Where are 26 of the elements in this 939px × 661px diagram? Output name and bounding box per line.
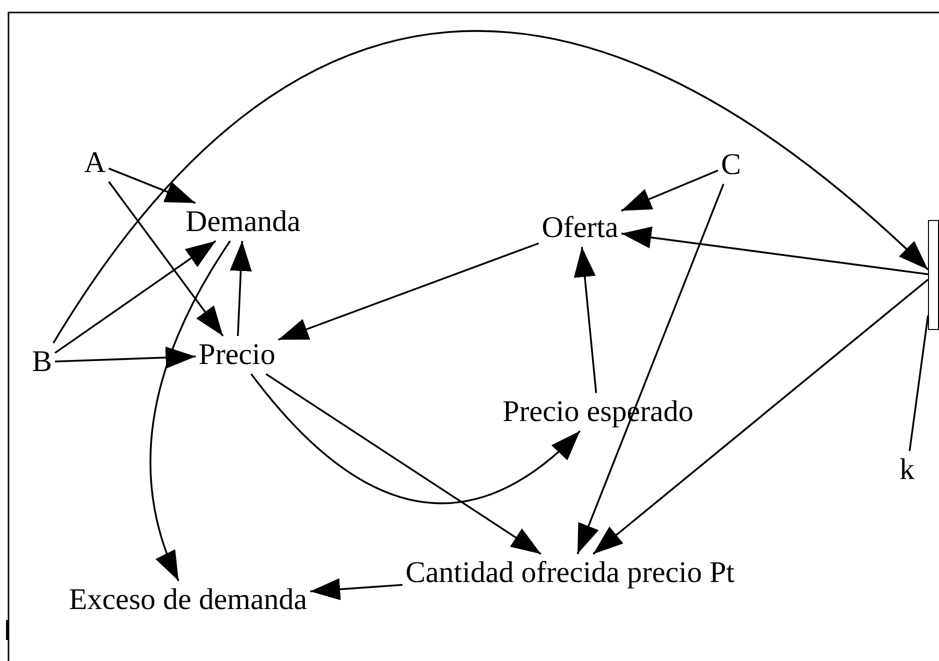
- arrow: [54, 346, 196, 369]
- arrow: [266, 373, 542, 555]
- arrow: [576, 184, 724, 554]
- variable-label: B: [31, 345, 53, 379]
- node-box: [928, 220, 939, 330]
- variable-label: A: [83, 146, 107, 180]
- variable-label: Cantidad ofrecida precio Pt: [404, 556, 736, 590]
- variable-label: Exceso de demanda: [68, 583, 308, 617]
- variable-label: Oferta: [540, 211, 620, 245]
- arrow: [621, 226, 928, 276]
- variable-label: Precio: [198, 338, 276, 372]
- variable-label: k: [898, 453, 916, 487]
- arrow: [108, 168, 196, 204]
- arrow: [108, 181, 224, 337]
- arrow: [250, 373, 581, 504]
- arrow: [310, 578, 403, 600]
- arrow: [54, 240, 216, 354]
- arrow: [620, 170, 718, 212]
- variable-label: Demanda: [184, 205, 302, 239]
- arrow: [574, 246, 598, 394]
- arrow: [278, 242, 539, 341]
- arrow: [230, 240, 252, 336]
- arrow: [150, 240, 231, 582]
- variable-label: C: [720, 148, 742, 182]
- arrow: [592, 278, 929, 555]
- arrow: [52, 31, 929, 344]
